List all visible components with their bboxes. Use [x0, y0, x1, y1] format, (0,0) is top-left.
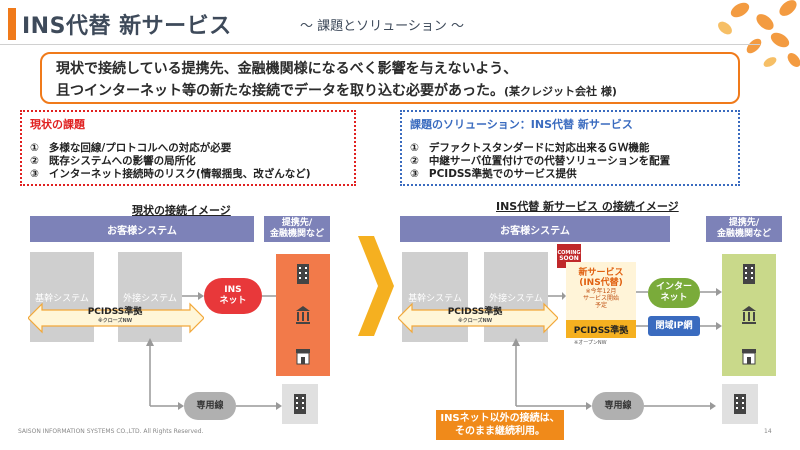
- list-item: ① 多様な回線/プロトコルへの対応が必要: [30, 142, 346, 155]
- pcidss-note: ※クローズNW: [97, 318, 133, 324]
- list-text: デファクトスタンダードに対応出来るＧＷ機能: [428, 142, 650, 154]
- current-partner-label: 提携先/ 金融機関など: [264, 216, 330, 242]
- list-item: ① デファクトスタンダードに対応出来るＧＷ機能: [410, 142, 730, 155]
- page-title: INS代替 新サービス: [22, 14, 232, 39]
- future-diagram-title: INS代替 新サービス の接続イメージ: [496, 200, 679, 213]
- list-text: 多様な回線/プロトコルへの対応が必要: [48, 142, 232, 154]
- list-num: ①: [30, 142, 39, 154]
- new-pcidss-badge: PCIDSS準拠: [566, 320, 636, 338]
- shop-icon: [742, 348, 756, 365]
- future-external-system: 外接システム: [484, 252, 548, 342]
- pcidss-note: ※クローズNW: [457, 318, 493, 324]
- current-issues-box: 現状の課題 ① 多様な回線/プロトコルへの対応が必要 ② 既存システムへの影響の局所…: [20, 110, 356, 186]
- summary-line-1: 現状で接続している提携先、金融機関様になるべく影響を与えないよう、: [56, 61, 518, 77]
- list-num: ②: [30, 155, 39, 167]
- list-num: ③: [410, 168, 419, 180]
- current-dedicated-line: 専用線: [184, 392, 236, 420]
- summary-line-2: 且つインターネット等の新たな接続でデータを取り込む必要があった。: [56, 83, 504, 99]
- bank-icon: [296, 305, 310, 324]
- list-item: ③ インターネット接続時のリスク(情報揺曳、改ざんなど): [30, 168, 346, 181]
- solutions-box: 課題のソリューション：INS代替 新サービス ① デファクトスタンダードに対応出来…: [400, 110, 740, 186]
- list-text: 中継サーバ位置付けでの代替ソリューションを配置: [428, 155, 671, 167]
- pcidss-text: PCIDSS準拠: [447, 307, 503, 317]
- future-dedicated-line: 専用線: [592, 392, 644, 420]
- new-service-note: サービス開始: [582, 295, 619, 302]
- list-text: 既存システムへの影響の局所化: [48, 155, 196, 167]
- soon-text: SOON: [559, 255, 579, 262]
- building-icon: [743, 264, 755, 285]
- current-pcidss-arrow: [28, 302, 204, 334]
- building-icon: [294, 394, 306, 414]
- new-service-note: 予定: [594, 302, 607, 309]
- new-service-note: ※今年12月: [585, 288, 617, 295]
- summary-note: (某クレジット会社 様): [504, 85, 617, 98]
- current-external-system: 外接システム: [118, 252, 182, 342]
- header-divider: [0, 44, 760, 45]
- current-dedicated-partner: [282, 384, 318, 424]
- footer-copyright: SAISON INFORMATION SYSTEMS CO.,LTD. All …: [18, 428, 204, 435]
- list-num: ①: [410, 142, 419, 154]
- future-partner-column: [722, 254, 776, 376]
- shop-icon: [296, 348, 310, 365]
- future-pcidss-label: PCIDSS準拠 ※クローズNW: [420, 308, 530, 326]
- new-service-sub: (INS代替): [579, 278, 623, 288]
- current-partner-column: [276, 254, 330, 376]
- summary-box: 現状で接続している提携先、金融機関様になるべく影響を与えないよう、 且つインター…: [40, 52, 740, 104]
- current-diagram-title: 現状の接続イメージ: [132, 204, 231, 217]
- future-core-system: 基幹システム: [402, 252, 468, 342]
- list-item: ② 中継サーバ位置付けでの代替ソリューションを配置: [410, 155, 730, 168]
- decorative-petals: [718, 0, 800, 67]
- future-closed-ip: 閉域IP網: [648, 316, 700, 336]
- list-item: ② 既存システムへの影響の局所化: [30, 155, 346, 168]
- issues-heading: 現状の課題: [30, 118, 85, 131]
- building-icon: [734, 394, 746, 414]
- new-pcidss-note: ※オープンNW: [574, 340, 607, 346]
- future-customer-system: お客様システム: [400, 216, 670, 242]
- current-ins-net: INS ネット: [204, 278, 262, 314]
- title-accent-bar: [8, 8, 16, 40]
- future-partner-label: 提携先/ 金融機関など: [706, 216, 782, 242]
- page-number: 14: [764, 428, 772, 435]
- coming-text: COMING: [557, 250, 581, 256]
- list-text: インターネット接続時のリスク(情報揺曳、改ざんなど): [48, 168, 311, 180]
- list-text: PCIDSS準拠でのサービス提供: [428, 168, 577, 180]
- chevron-right-icon: [358, 236, 394, 336]
- list-num: ③: [30, 168, 39, 180]
- solutions-heading: 課題のソリューション：INS代替 新サービス: [410, 118, 633, 131]
- page-subtitle: ～ 課題とソリューション ～: [300, 19, 465, 34]
- list-item: ③ PCIDSS準拠でのサービス提供: [410, 168, 730, 181]
- list-num: ②: [410, 155, 419, 167]
- pcidss-text: PCIDSS準拠: [87, 307, 143, 317]
- building-icon: [297, 264, 309, 285]
- future-dedicated-partner: [722, 384, 758, 424]
- future-pcidss-arrow: [398, 302, 558, 334]
- current-pcidss-label: PCIDSS準拠 ※クローズNW: [60, 308, 170, 326]
- new-service-title: 新サービス: [578, 268, 624, 278]
- continuation-callout: INSネット以外の接続は、 そのまま継続利用。: [436, 410, 564, 440]
- new-service-box: 新サービス (INS代替) ※今年12月 サービス開始 予定: [566, 262, 636, 320]
- bank-icon: [742, 305, 756, 324]
- future-internet: インター ネット: [648, 278, 700, 308]
- current-customer-system: お客様システム: [30, 216, 254, 242]
